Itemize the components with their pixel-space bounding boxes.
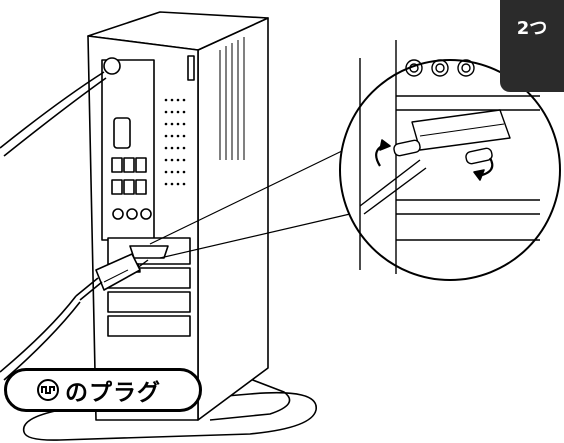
monitor-port-icon <box>37 379 59 401</box>
step-tab: 2つ <box>500 0 564 92</box>
serial-port <box>114 118 130 148</box>
audio-jacks <box>113 209 151 219</box>
magnifier-circle <box>340 60 560 280</box>
power-slot <box>188 56 194 80</box>
tower-side-panel <box>198 18 268 420</box>
plug-callout-label: のプラグ <box>65 373 161 407</box>
monitor-port <box>130 246 168 258</box>
plug-callout: のプラグ <box>4 368 202 412</box>
step-tab-label: 2つ <box>517 14 548 40</box>
monitor-cable <box>0 296 76 372</box>
